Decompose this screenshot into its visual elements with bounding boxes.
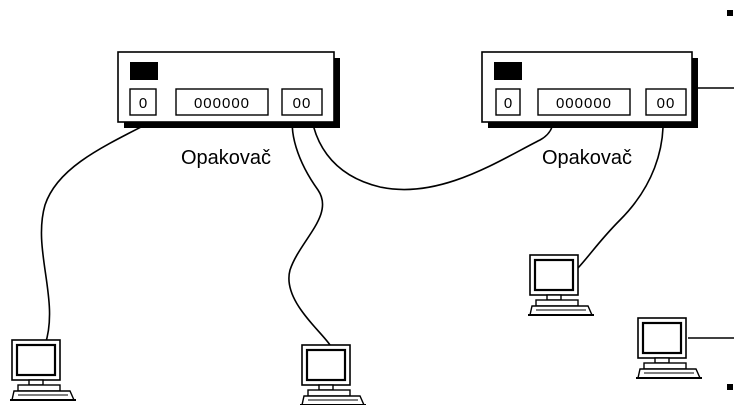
computer-1 xyxy=(8,338,78,403)
network-repeater-icon: 0 000000 00 xyxy=(481,51,698,128)
edge-marker-top xyxy=(727,10,733,16)
uplink-port-label: 0 xyxy=(504,95,512,112)
desktop-computer-icon xyxy=(298,343,368,405)
desktop-computer-icon xyxy=(8,338,78,403)
computer-3 xyxy=(526,253,596,318)
cable-repeater1-to-repeater2 xyxy=(309,103,554,191)
repeater-2-label: Opakovač xyxy=(542,147,632,169)
edge-marker-bottom xyxy=(727,384,733,390)
computer-4 xyxy=(634,316,704,381)
computer-2 xyxy=(298,343,368,405)
network-repeater-icon: 0 000000 00 xyxy=(117,51,340,128)
repeater-1: 0 000000 00 Opakovač xyxy=(117,51,340,169)
hub-ports-label: 000000 xyxy=(556,95,612,112)
cable-repeater2-to-pc3 xyxy=(577,103,664,269)
cables xyxy=(40,87,734,346)
cable-repeater1-to-pc1 xyxy=(40,103,186,346)
desktop-computer-icon xyxy=(634,316,704,381)
repeater-2: 0 000000 00 Opakovač xyxy=(481,51,698,169)
repeater-1-label: Opakovač xyxy=(181,147,271,169)
pair-ports-label: 00 xyxy=(657,95,676,112)
repeater-indicator xyxy=(494,62,522,80)
pair-ports-label: 00 xyxy=(293,95,312,112)
repeater-indicator xyxy=(130,62,158,80)
cable-repeater1-to-pc2 xyxy=(288,103,331,346)
uplink-port-label: 0 xyxy=(139,95,147,112)
desktop-computer-icon xyxy=(526,253,596,318)
hub-ports-label: 000000 xyxy=(194,95,250,112)
